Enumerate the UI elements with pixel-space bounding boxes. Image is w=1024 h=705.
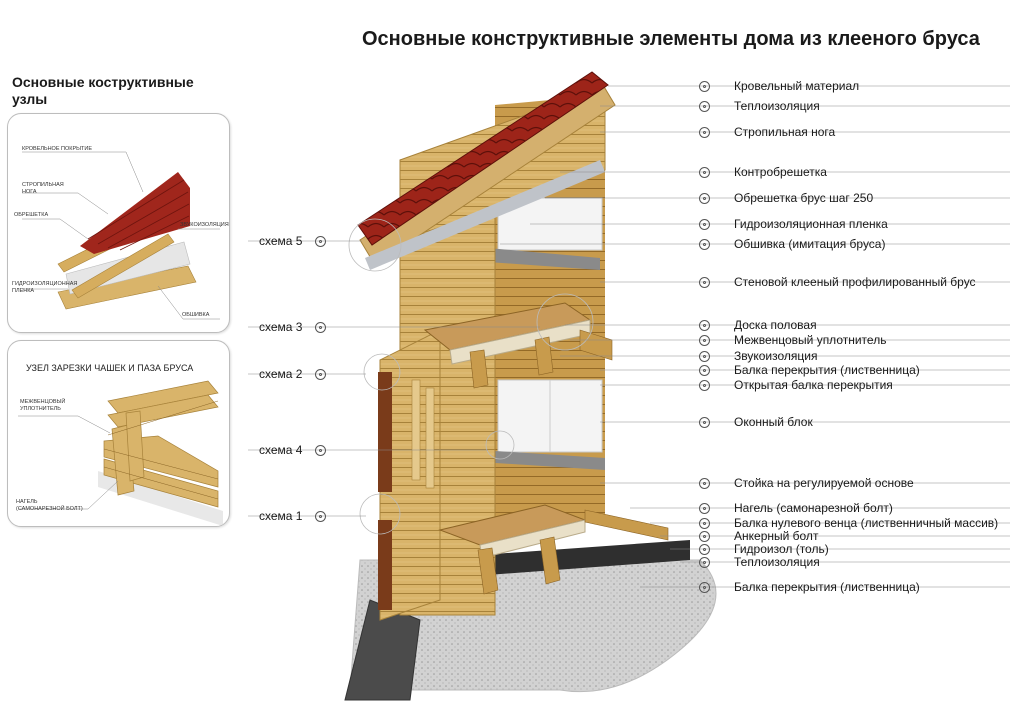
callout-rafter: Стропильная нога: [699, 125, 835, 139]
marker-icon: [699, 350, 710, 362]
callout-cladding: Обшивка (имитация бруса): [699, 237, 885, 251]
callout-counter-lathing: Контробрешетка: [699, 165, 827, 179]
label-rafter: СТРОПИЛЬНАЯ НОГА: [22, 182, 64, 195]
roof-node-panel: КРОВЕЛЬНОЕ ПОКРЫТИЕ СТРОПИЛЬНАЯ НОГА ОБР…: [7, 113, 230, 333]
callout-zero-crown-beam: Балка нулевого венца (лиственничный масс…: [699, 516, 998, 530]
marker-icon: [699, 238, 710, 250]
callout-roofing-material: Кровельный материал: [699, 79, 859, 93]
marker-icon: [315, 321, 326, 333]
marker-icon: [699, 80, 710, 92]
log-joint-panel: УЗЕЛ ЗАРЕЗКИ ЧАШЕК И ПАЗА БРУСА МЕЖВЕНЦО…: [7, 340, 230, 527]
marker-icon: [699, 218, 710, 230]
callout-thermal-insulation-base: Теплоизоляция: [699, 555, 820, 569]
marker-icon: [699, 100, 710, 112]
callout-window-unit: Оконный блок: [699, 415, 813, 429]
callout-open-beam: Открытая балка перекрытия: [699, 378, 893, 392]
marker-icon: [699, 334, 710, 346]
scheme-1-marker: схема 1: [259, 509, 326, 523]
callout-floorboard: Доска половая: [699, 318, 817, 332]
marker-icon: [699, 543, 710, 555]
marker-icon: [699, 581, 710, 593]
roof-node-illustration: [22, 151, 220, 320]
marker-icon: [699, 276, 710, 288]
marker-icon: [315, 368, 326, 380]
callout-interlog-seal: Межвенцовый уплотнитель: [699, 333, 886, 347]
marker-icon: [699, 530, 710, 542]
label-sound-insulation: ЗВУКОИЗОЛЯЦИЯ: [180, 222, 229, 228]
marker-icon: [699, 517, 710, 529]
marker-icon: [699, 379, 710, 391]
marker-icon: [699, 192, 710, 204]
label-membrane: ГИДРОИЗОЛЯЦИОННАЯ ПЛЕНКА: [12, 281, 78, 294]
page-title: Основные конструктивные элементы дома из…: [362, 28, 980, 50]
log-joint-title: УЗЕЛ ЗАРЕЗКИ ЧАШЕК И ПАЗА БРУСА: [26, 363, 194, 373]
marker-icon: [699, 319, 710, 331]
marker-icon: [699, 416, 710, 428]
marker-icon: [699, 166, 710, 178]
marker-icon: [699, 126, 710, 138]
callout-sound-insulation: Звукоизоляция: [699, 349, 817, 363]
marker-icon: [699, 477, 710, 489]
scheme-4-marker: схема 4: [259, 443, 326, 457]
label-cladding: ОБШИВКА: [182, 312, 210, 318]
callout-lathing: Обрешетка брус шаг 250: [699, 191, 873, 205]
marker-icon: [699, 556, 710, 568]
label-lathing: ОБРЕШЕТКА: [14, 212, 49, 218]
marker-icon: [699, 502, 710, 514]
scheme-5-marker: схема 5: [259, 234, 326, 248]
log-joint-illustration: [18, 380, 223, 526]
label-roof-covering: КРОВЕЛЬНОЕ ПОКРЫТИЕ: [22, 146, 92, 152]
scheme-2-marker: схема 2: [259, 367, 326, 381]
label-interlog-seal: МЕЖВЕНЦОВЫЙ УПЛОТНИТЕЛЬ: [20, 399, 66, 412]
marker-icon: [699, 364, 710, 376]
callout-thermal-insulation-roof: Теплоизоляция: [699, 99, 820, 113]
callout-floor-beam-upper: Балка перекрытия (лиственница): [699, 363, 920, 377]
callout-dowel: Нагель (самонарезной болт): [699, 501, 893, 515]
callout-anchor-bolt: Анкерный болт: [699, 529, 818, 543]
callout-wall-beam: Стеновой клееный профилированный брус: [699, 275, 976, 289]
scheme-3-marker: схема 3: [259, 320, 326, 334]
marker-icon: [315, 444, 326, 456]
callout-waterproof-membrane: Гидроизоляционная пленка: [699, 217, 888, 231]
callout-floor-beam-lower: Балка перекрытия (лиственница): [699, 580, 920, 594]
callout-roofing-felt: Гидроизол (толь): [699, 542, 829, 556]
section-subtitle: Основные коструктивные узлы: [12, 74, 194, 107]
marker-icon: [315, 235, 326, 247]
callout-adjustable-post: Стойка на регулируемой основе: [699, 476, 914, 490]
marker-icon: [315, 510, 326, 522]
label-dowel: НАГЕЛЬ (САМОНАРЕЗНОЙ БОЛТ): [16, 499, 83, 512]
